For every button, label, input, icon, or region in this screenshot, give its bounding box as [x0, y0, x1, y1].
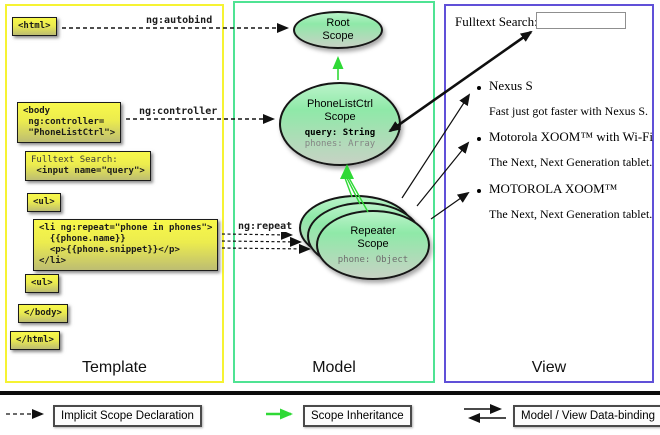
fulltext-codebox: Fulltext Search: <input name="query"> — [25, 151, 151, 181]
code-line: </li> — [39, 256, 67, 266]
bullet-icon — [477, 86, 481, 90]
html-close-codebox: </html> — [10, 331, 60, 350]
root-scope-ellipse: Root Scope — [293, 11, 383, 49]
code-line: <li ng:repeat="phone in phones"> — [39, 223, 213, 233]
legend-divider — [0, 391, 660, 395]
scope-property: phone: Object — [337, 254, 409, 265]
view-item-title: MOTOROLA XOOM™ — [489, 181, 618, 196]
scope-name: Repeater — [350, 224, 396, 237]
scope-name: Scope — [357, 237, 389, 250]
view-item-title: Motorola XOOM™ with Wi-Fi — [489, 129, 654, 144]
ul-open-codebox: <ul> — [27, 193, 61, 212]
legend-databinding: Model / View Data-binding — [513, 405, 660, 427]
scope-property: query: String — [304, 128, 376, 138]
view-item-desc: The Next, Next Generation tablet. — [489, 155, 653, 169]
scope-property: phones: Array — [304, 139, 376, 149]
code-line: <ul> — [33, 197, 55, 207]
code-line: Fulltext Search: — [31, 155, 118, 165]
code-line: <p>{{phone.snippet}}</p> — [39, 245, 180, 255]
repeater-scope-ellipse: Repeater Scope phone: Object — [316, 210, 430, 280]
body-open-codebox: <body ng:controller= "PhoneListCtrl"> — [17, 102, 122, 143]
li-repeat-codebox: <li ng:repeat="phone in phones"> {{phone… — [33, 219, 219, 271]
scope-name: PhoneListCtrl — [306, 98, 374, 110]
code-line: <html> — [18, 21, 51, 31]
html-open-codebox: <html> — [12, 17, 57, 36]
scope-name: Scope — [324, 111, 356, 123]
legend-implicit-scope: Implicit Scope Declaration — [53, 405, 202, 427]
code-line: {{phone.name}} — [39, 234, 126, 244]
bullet-icon — [477, 189, 481, 193]
view-column-label: View — [531, 359, 567, 376]
model-column-frame — [233, 1, 435, 383]
template-column-label: Template — [82, 359, 147, 376]
code-line: <input name="query"> — [31, 166, 145, 176]
code-line: <ul> — [31, 278, 53, 288]
fulltext-search-label: Fulltext Search: — [455, 14, 538, 29]
ul-close-codebox: <ul> — [25, 274, 59, 293]
view-item-title: Nexus S — [489, 78, 533, 93]
ng-autobind-label: ng:autobind — [144, 15, 215, 26]
legend-scope-inheritance: Scope Inheritance — [303, 405, 412, 427]
code-line: </html> — [16, 335, 54, 345]
code-line: "PhoneListCtrl"> — [23, 128, 116, 138]
code-line: </body> — [24, 308, 62, 318]
body-close-codebox: </body> — [18, 304, 68, 323]
fulltext-search-input[interactable] — [536, 12, 626, 29]
template-column-frame — [5, 4, 224, 383]
ng-repeat-label: ng:repeat — [236, 221, 295, 232]
ng-controller-label: ng:controller — [137, 106, 220, 117]
view-item-desc: The Next, Next Generation tablet. — [489, 207, 653, 221]
scope-name: Scope — [322, 30, 354, 42]
bullet-icon — [477, 137, 481, 141]
code-line: <body — [23, 106, 51, 116]
model-column-label: Model — [312, 359, 356, 376]
phonelistctrl-scope-ellipse: PhoneListCtrl Scope query: String phones… — [279, 82, 401, 166]
view-item-desc: Fast just got faster with Nexus S. — [489, 104, 648, 118]
code-line: ng:controller= — [23, 117, 105, 127]
scope-name: Root — [326, 17, 350, 29]
